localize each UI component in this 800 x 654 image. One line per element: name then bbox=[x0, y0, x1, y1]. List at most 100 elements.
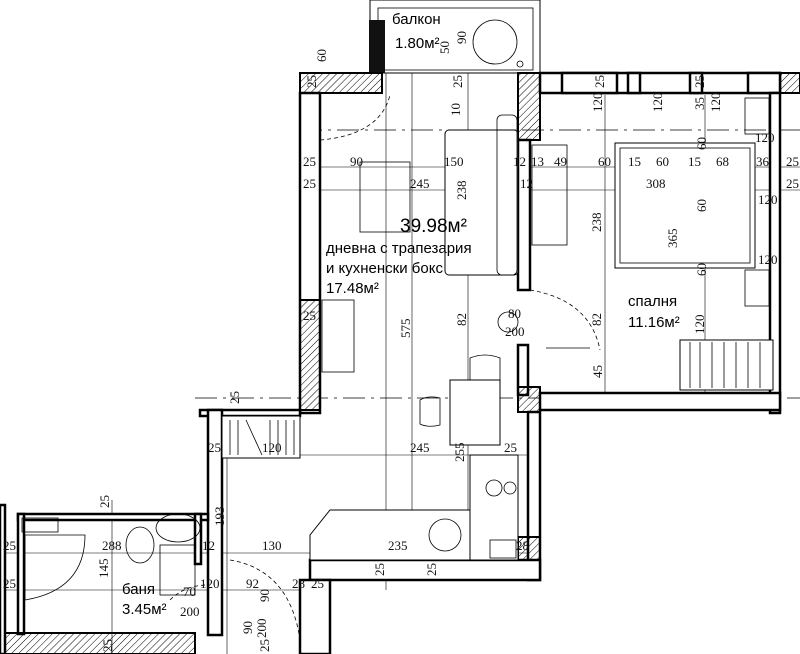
dimension-label: 92 bbox=[246, 576, 259, 591]
dimension-label: 25 bbox=[208, 440, 221, 455]
bed-icon bbox=[614, 142, 756, 269]
dimension-label: 120 bbox=[755, 130, 775, 145]
lamp-icon bbox=[497, 311, 519, 333]
dimension-label: 90 bbox=[454, 31, 469, 44]
dimension-label: 25 bbox=[227, 391, 242, 404]
dimension-label: 235 bbox=[388, 538, 408, 553]
dimension-label: 120 bbox=[692, 315, 707, 335]
tv-icon bbox=[321, 299, 355, 373]
dimension-label: 90 bbox=[350, 154, 363, 169]
dimension-label: 90 bbox=[257, 589, 272, 602]
bedroom-area: 11.16м² bbox=[628, 314, 680, 331]
nightstand-icon bbox=[744, 269, 770, 307]
tv-unit-icon bbox=[531, 144, 568, 246]
dimension-label: 120 bbox=[200, 576, 220, 591]
dimension-label: 238 bbox=[589, 213, 604, 233]
doors bbox=[169, 94, 601, 641]
dimension-label: 25 bbox=[303, 176, 316, 191]
nightstand-icon bbox=[744, 97, 770, 135]
dimension-label: 25 bbox=[692, 75, 707, 88]
dimension-label: 25 bbox=[311, 576, 324, 591]
dimension-label: 25 bbox=[100, 639, 115, 652]
toilet-icon bbox=[125, 526, 155, 564]
bathroom-area: 3.45м² bbox=[122, 601, 167, 618]
dimension-label: 25 bbox=[786, 176, 799, 191]
dimension-label: 25 bbox=[97, 495, 112, 508]
washbasin-icon bbox=[155, 513, 201, 543]
dimension-label: 12 bbox=[202, 538, 215, 553]
bathroom-name: баня bbox=[122, 581, 155, 598]
dimension-label: 25 bbox=[450, 75, 465, 88]
dimension-label: 36 bbox=[756, 154, 770, 169]
bedroom-name: спалня bbox=[628, 293, 677, 310]
dimension-label: 60 bbox=[656, 154, 669, 169]
hall-closet bbox=[221, 415, 301, 459]
living-name-line2: и кухненски бокс bbox=[326, 260, 443, 277]
dimension-label: 200 bbox=[505, 324, 525, 339]
dining-table-icon bbox=[419, 354, 501, 446]
dimension-label: 25 bbox=[304, 75, 319, 88]
dimension-label: 25 bbox=[592, 75, 607, 88]
shower-icon bbox=[24, 534, 86, 601]
dimension-label: 25 bbox=[303, 308, 316, 323]
living-name-line1: дневна с трапезария bbox=[326, 240, 472, 257]
dimension-label: 120 bbox=[590, 93, 605, 113]
washing-machine-icon bbox=[472, 19, 518, 65]
dimension-label: 120 bbox=[758, 192, 778, 207]
balcony-railing-block bbox=[369, 20, 385, 73]
dimension-label: 60 bbox=[314, 49, 329, 62]
dimension-label: 80 bbox=[508, 306, 521, 321]
dimension-label: 255 bbox=[452, 443, 467, 463]
bathroom-fixtures bbox=[21, 513, 201, 601]
dimension-label: 288 bbox=[102, 538, 122, 553]
dimension-label: 82 bbox=[589, 313, 604, 326]
dimension-label: 193 bbox=[212, 507, 227, 527]
washing-area-icon bbox=[159, 544, 196, 596]
dimension-label: 50 bbox=[437, 41, 452, 54]
dimension-label: 15 bbox=[688, 154, 701, 169]
dimension-label: 25 bbox=[3, 538, 16, 553]
dimension-label: 28 bbox=[292, 576, 305, 591]
dimension-label: 70 bbox=[183, 584, 196, 599]
total-area: 39.98м² bbox=[400, 216, 467, 237]
dimension-label: 365 bbox=[665, 229, 680, 249]
dimension-label: 12 bbox=[520, 176, 533, 191]
dimension-label: 130 bbox=[262, 538, 282, 553]
sofa-icon bbox=[444, 114, 519, 276]
dimension-label: 60 bbox=[598, 154, 611, 169]
dimension-label: 25 bbox=[786, 154, 799, 169]
dimension-label: 25 bbox=[504, 440, 517, 455]
dimension-label: 60 bbox=[694, 199, 709, 212]
dimension-label: 120 bbox=[758, 252, 778, 267]
bedroom-wardrobe bbox=[679, 339, 774, 391]
balcony-area: 1.80м² bbox=[395, 35, 440, 52]
dimension-label: 35 bbox=[692, 97, 707, 110]
sink-icon bbox=[428, 518, 462, 552]
dimension-label: 245 bbox=[410, 176, 430, 191]
dimension-label: 45 bbox=[590, 365, 605, 378]
balcony-name: балкон bbox=[392, 11, 441, 28]
dimension-label: 25 bbox=[372, 563, 387, 576]
walls bbox=[0, 71, 800, 654]
room-labels: балкон 1.80м² 39.98м² дневна с трапезари… bbox=[122, 11, 680, 618]
dimension-label: 82 bbox=[454, 313, 469, 326]
dimension-label: 60 bbox=[694, 137, 709, 150]
balcony bbox=[369, 0, 541, 74]
dimension-label: 49 bbox=[554, 154, 567, 169]
dimension-label: 25 bbox=[424, 563, 439, 576]
dimension-label: 28 bbox=[516, 538, 529, 553]
dimension-label: 12 bbox=[513, 154, 526, 169]
dimension-label: 145 bbox=[96, 559, 111, 579]
dimension-label: 68 bbox=[716, 154, 729, 169]
coffee-table-icon bbox=[359, 161, 411, 233]
dimension-label: 60 bbox=[694, 263, 709, 276]
dimension-label: 10 bbox=[448, 103, 463, 116]
dimension-label: 238 bbox=[454, 181, 469, 201]
living-area: 17.48м² bbox=[326, 280, 379, 297]
dimension-label: 13 bbox=[531, 154, 544, 169]
dimension-label: 150 bbox=[444, 154, 464, 169]
dimension-label: 120 bbox=[262, 440, 282, 455]
dimension-label: 120 bbox=[708, 93, 723, 113]
